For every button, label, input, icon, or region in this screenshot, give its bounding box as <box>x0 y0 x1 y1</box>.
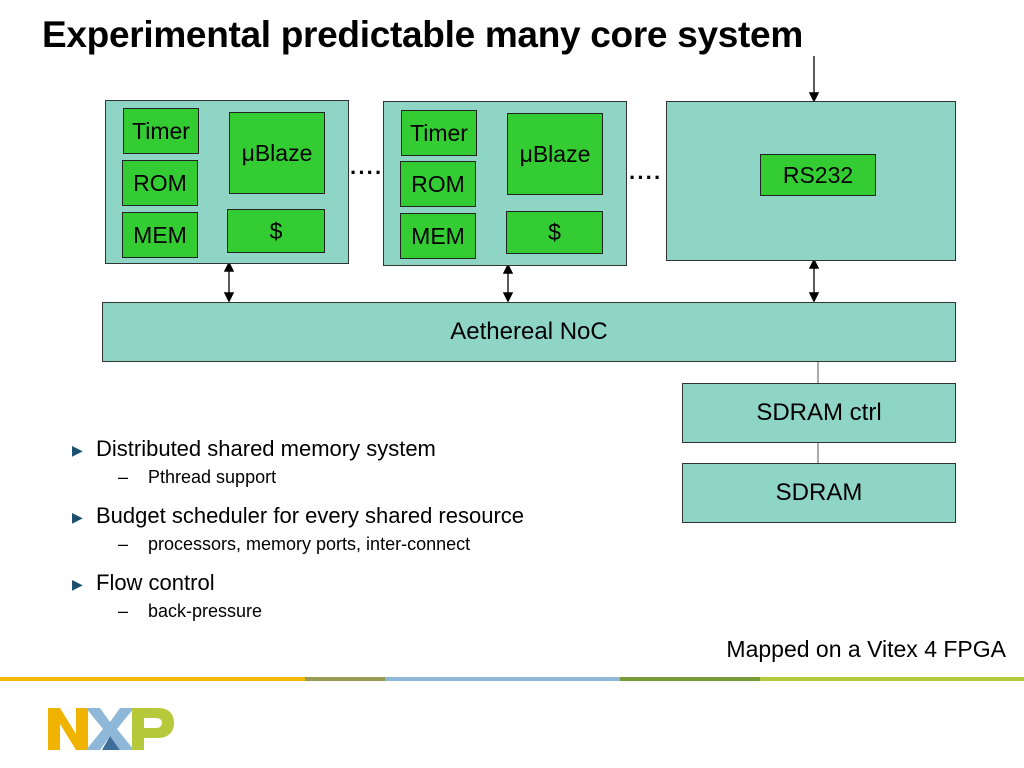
footer-stripe-green <box>620 677 760 681</box>
timer-box: Timer <box>401 110 477 156</box>
bullet-list: ▶Distributed shared memory system –Pthre… <box>72 436 632 637</box>
microblaze-box: μBlaze <box>507 113 603 195</box>
bullet-marker-icon: ▶ <box>72 442 83 458</box>
ellipsis: ···· <box>350 160 384 185</box>
microblaze-box: μBlaze <box>229 112 325 194</box>
cache-box: $ <box>227 209 325 253</box>
bullet-text: Flow control <box>96 570 215 595</box>
sub-bullet-marker: – <box>118 534 129 554</box>
slide-title: Experimental predictable many core syste… <box>42 14 803 55</box>
footer-stripe-yellow <box>0 677 305 681</box>
bullet-group: ▶ Budget scheduler for every shared resou… <box>72 503 632 555</box>
bullet-group: ▶ Distributed shared memory system –Pthre… <box>72 436 632 488</box>
sub-bullet-text: back-pressure <box>148 601 263 621</box>
footer-stripe-lime <box>760 677 1024 681</box>
cache-box: $ <box>506 211 603 254</box>
sub-bullet-text: processors, memory ports, inter-connect <box>148 534 471 554</box>
bullet-group: ▶ Flow control –back-pressure <box>72 570 632 622</box>
footer-stripe-olive <box>305 677 385 681</box>
bullet-marker-icon: ▶ <box>72 576 83 592</box>
bullet-text: Budget scheduler for every shared resour… <box>96 503 525 528</box>
timer-box: Timer <box>123 108 199 154</box>
aethereal-noc: Aethereal NoC <box>102 302 956 362</box>
mem-box: MEM <box>400 213 476 259</box>
sub-bullet-marker: – <box>118 467 129 487</box>
footer-stripe-blue <box>385 677 620 681</box>
ellipsis: ···· <box>629 165 663 190</box>
bullet-text: Distributed shared memory system <box>96 436 436 461</box>
rom-box: ROM <box>122 160 198 206</box>
sdram-box: SDRAM <box>682 463 956 523</box>
nxp-logo <box>48 708 174 750</box>
rs232-box: RS232 <box>760 154 876 196</box>
sdram-ctrl-box: SDRAM ctrl <box>682 383 956 443</box>
sub-bullet-text: Pthread support <box>148 467 277 487</box>
sub-bullet-marker: – <box>118 601 129 621</box>
fpga-note: Mapped on a Vitex 4 FPGA <box>726 636 1006 662</box>
rom-box: ROM <box>400 161 476 207</box>
bullet-marker-icon: ▶ <box>72 509 83 525</box>
mem-box: MEM <box>122 212 198 258</box>
